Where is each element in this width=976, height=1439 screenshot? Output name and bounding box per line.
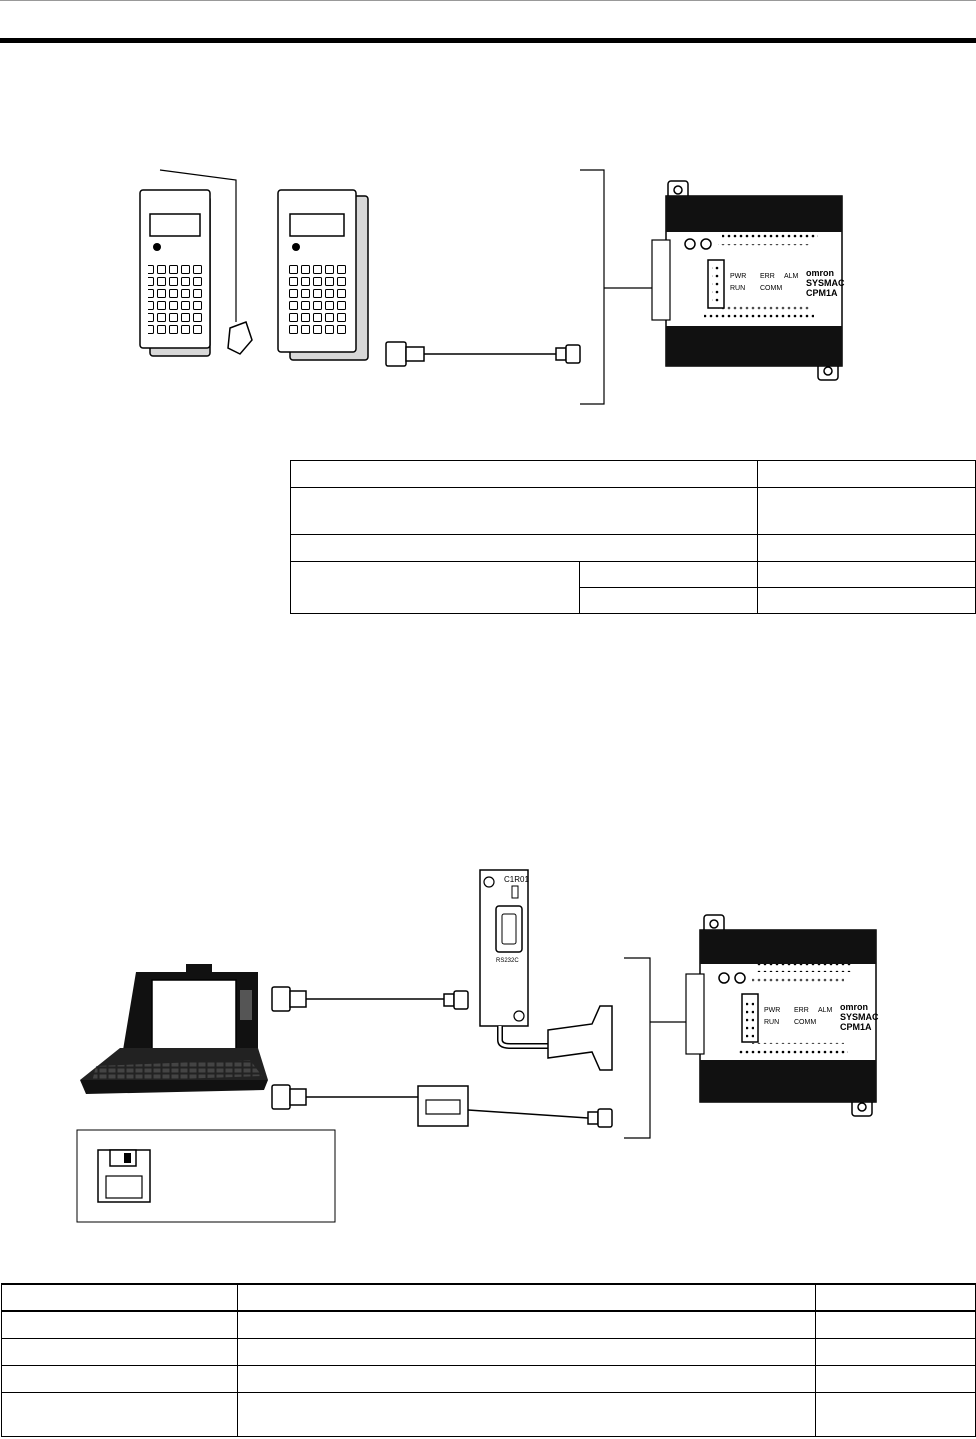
table-row — [290, 487, 976, 535]
svg-text:SYSMAC: SYSMAC — [840, 1012, 879, 1022]
programming-console-icon — [277, 189, 369, 361]
software-disk-box — [76, 1129, 336, 1223]
svg-text:RUN: RUN — [730, 285, 745, 292]
svg-text:ERR: ERR — [760, 273, 775, 280]
laptop-computer-icon — [80, 964, 268, 1094]
header-rule — [0, 38, 976, 43]
svg-text:CPM1A: CPM1A — [840, 1022, 872, 1032]
table-row — [1, 1283, 976, 1312]
table-cell — [757, 534, 976, 562]
table-cell — [290, 561, 580, 614]
svg-text:SYSMAC: SYSMAC — [806, 278, 845, 288]
table-cell — [815, 1310, 976, 1339]
top-hairline — [0, 0, 976, 1]
svg-text:ALM: ALM — [818, 1007, 833, 1014]
svg-text:COMM: COMM — [794, 1019, 816, 1026]
table-row — [290, 561, 976, 614]
table-cell — [815, 1337, 976, 1366]
svg-text:CPM1A: CPM1A — [806, 288, 838, 298]
plc-controller-icon: PWR ERR ALM RUN COMM omron SYSMAC CPM1A — [685, 914, 879, 1117]
svg-text:COMM: COMM — [760, 285, 782, 292]
svg-text:omron: omron — [840, 1002, 868, 1012]
table-header-cell — [1, 1283, 238, 1312]
svg-text:ERR: ERR — [794, 1007, 809, 1014]
plc-controller-icon: PWR ERR ALM RUN COMM omron SYSMAC CPM1A — [651, 180, 845, 381]
table-cell — [1, 1310, 238, 1339]
rs232c-adapter-icon: C1R01 RS232C — [479, 869, 613, 1071]
table-cell — [815, 1391, 976, 1437]
connecting-cable — [271, 1084, 613, 1128]
table-row — [1, 1310, 976, 1339]
table-cell — [1, 1337, 238, 1366]
table-cell — [815, 1364, 976, 1393]
table-cell — [236, 1364, 817, 1393]
table-row — [290, 460, 976, 488]
table-header-cell — [815, 1283, 976, 1312]
table-2 — [1, 1283, 976, 1437]
table-1 — [290, 460, 976, 614]
svg-text:RUN: RUN — [764, 1019, 779, 1026]
floppy-disk-icon — [97, 1149, 151, 1203]
table-row — [291, 587, 976, 614]
table-cell — [290, 487, 758, 535]
table-header-cell — [236, 1283, 817, 1312]
table-cell — [236, 1310, 817, 1339]
svg-text:ALM: ALM — [784, 273, 799, 280]
table-cell — [757, 487, 976, 535]
svg-text:RS232C: RS232C — [496, 958, 519, 964]
table-row — [1, 1337, 976, 1366]
svg-text:omron: omron — [806, 268, 834, 278]
svg-text:PWR: PWR — [764, 1007, 780, 1014]
table-cell — [579, 587, 758, 614]
table-cell — [757, 561, 976, 588]
connecting-cable — [385, 341, 581, 367]
table-cell — [1, 1391, 238, 1437]
table-cell — [236, 1391, 817, 1437]
table-row — [1, 1364, 976, 1393]
table-cell — [757, 587, 976, 614]
table-cell — [757, 460, 976, 488]
table-cell — [1, 1364, 238, 1393]
connecting-cable — [271, 986, 469, 1012]
table-cell — [290, 460, 758, 488]
programming-console-icon — [139, 169, 253, 357]
svg-text:C1R01: C1R01 — [504, 875, 529, 884]
svg-text:PWR: PWR — [730, 273, 746, 280]
table-cell — [236, 1337, 817, 1366]
table-row — [1, 1391, 976, 1437]
